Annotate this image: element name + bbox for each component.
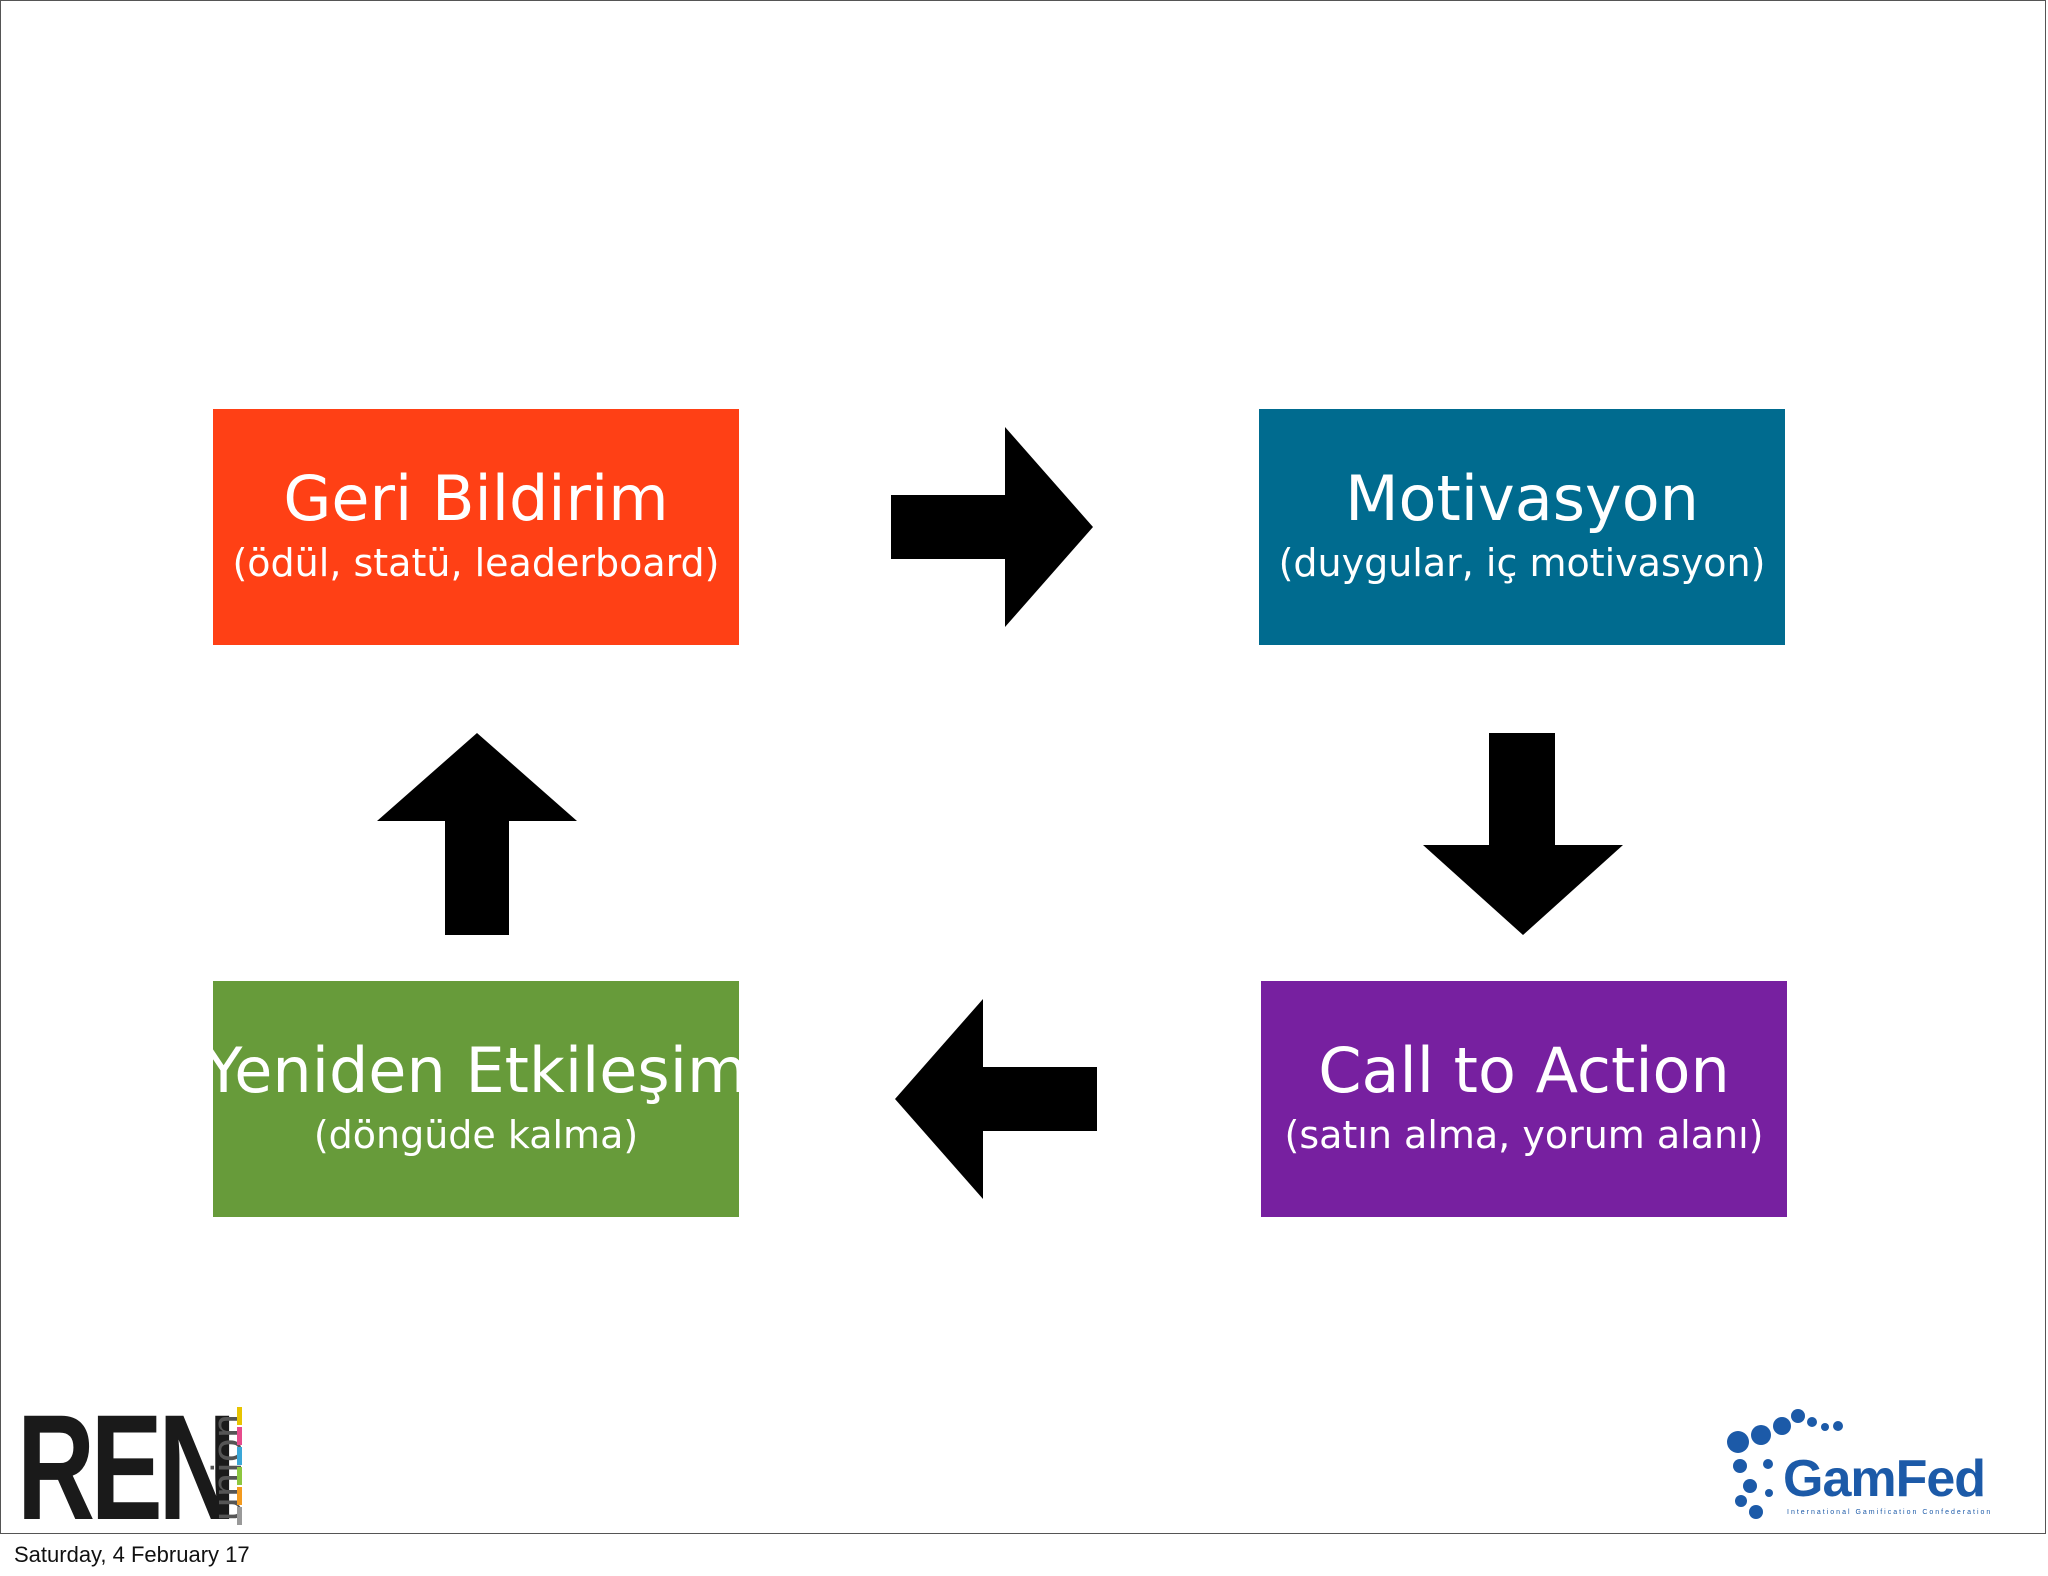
logo-dot <box>1833 1421 1843 1431</box>
arrow-left-icon <box>895 999 1097 1199</box>
ren-logo-letters: REN <box>17 1383 236 1551</box>
logo-dot <box>1733 1459 1747 1473</box>
reengagement-subtitle: (döngüde kalma) <box>313 1113 639 1158</box>
color-bar-yellow <box>237 1407 242 1425</box>
union-logo-mark: union <box>189 1403 250 1527</box>
reengagement-title: Yeniden Etkileşim <box>204 1034 748 1108</box>
logo-dot <box>1821 1423 1829 1431</box>
color-bar-blue <box>237 1447 242 1465</box>
logo-dot <box>1743 1479 1757 1493</box>
color-bar-pink <box>237 1427 242 1445</box>
color-bar-orange <box>237 1487 242 1505</box>
logo-dot <box>1727 1431 1749 1453</box>
gamfed-tagline: International Gamification Confederation <box>1787 1509 1993 1516</box>
feedback-title: Geri Bildirim <box>283 462 669 536</box>
logo-dot <box>1773 1417 1791 1435</box>
motivation-subtitle: (duygular, iç motivasyon) <box>1278 541 1766 586</box>
union-logo-text: union <box>203 1413 250 1521</box>
call-to-action-title: Call to Action <box>1318 1034 1730 1108</box>
motivation-title: Motivasyon <box>1345 462 1699 536</box>
footer-date: Saturday, 4 February 17 <box>14 1542 250 1567</box>
logo-dot <box>1791 1409 1805 1423</box>
gamfed-logo: GamFed International Gamification Confed… <box>1727 1403 1990 1523</box>
feedback-box: Geri Bildirim (ödül, statü, leaderboard) <box>213 409 739 645</box>
logo-dot <box>1807 1417 1817 1427</box>
color-bar-grey <box>237 1507 242 1525</box>
logo-dot <box>1751 1425 1771 1445</box>
logo-dot <box>1763 1459 1773 1469</box>
logo-dot <box>1765 1489 1773 1497</box>
call-to-action-subtitle: (satın alma, yorum alanı) <box>1284 1113 1764 1158</box>
ren-union-logo: REN union <box>17 1383 277 1551</box>
motivation-box: Motivasyon (duygular, iç motivasyon) <box>1259 409 1785 645</box>
gamfed-wordmark: GamFed <box>1783 1450 1986 1508</box>
arrow-up-icon <box>377 733 577 935</box>
reengagement-box: Yeniden Etkileşim (döngüde kalma) <box>205 981 747 1217</box>
arrow-down-icon <box>1423 733 1623 935</box>
color-bar-green <box>237 1467 242 1485</box>
logo-dot <box>1749 1505 1763 1519</box>
logo-dot <box>1735 1495 1747 1507</box>
feedback-subtitle: (ödül, statü, leaderboard) <box>232 541 720 586</box>
arrow-right-icon <box>891 427 1093 627</box>
call-to-action-box: Call to Action (satın alma, yorum alanı) <box>1261 981 1787 1217</box>
